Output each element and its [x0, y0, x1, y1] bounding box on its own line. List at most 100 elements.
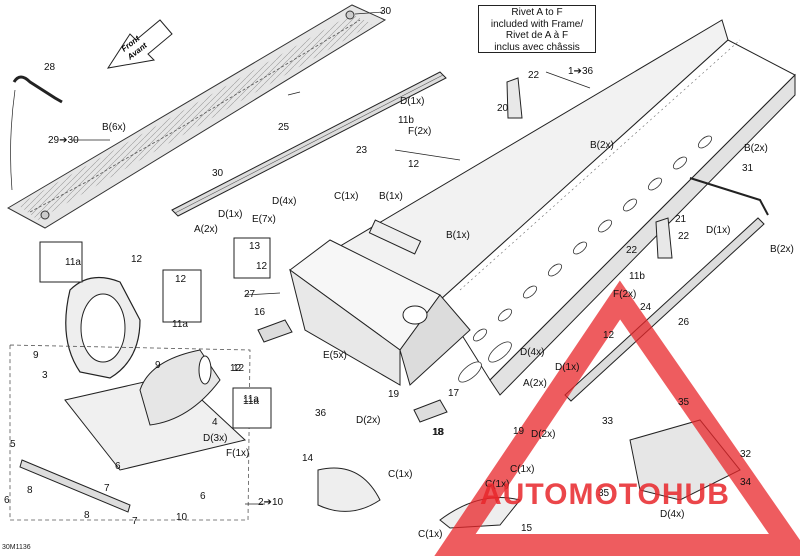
callout-label: 26: [678, 317, 690, 328]
callout-label: D(4x): [520, 347, 544, 358]
callout-label: 22: [626, 245, 638, 256]
callout-label: 12: [175, 274, 187, 285]
callout-label: 6: [200, 491, 206, 502]
callout-label: 27: [244, 289, 256, 300]
front-direction-arrow-icon: [106, 19, 173, 69]
callout-label: 2➔10: [258, 497, 284, 508]
callout-label: D(2x): [356, 415, 380, 426]
callout-label: 21: [675, 214, 687, 225]
callout-label: 11b: [629, 271, 645, 282]
callout-label: D(1x): [400, 96, 424, 107]
callout-label: C(1x): [334, 191, 358, 202]
callout-label: 28: [44, 62, 56, 73]
callout-label: B(2x): [770, 244, 794, 255]
callout-label: E(5x): [323, 350, 347, 361]
side-rail-25: [171, 71, 447, 217]
callout-label: 23: [356, 145, 368, 156]
callout-label: 18: [432, 427, 444, 438]
callout-label: 12: [408, 159, 420, 170]
callout-label: 29➔30: [48, 135, 79, 146]
rivet-note-box: Rivet A to F included with Frame/ Rivet …: [478, 5, 596, 53]
bracket-21: [655, 217, 673, 259]
callout-label: 20: [497, 103, 509, 114]
callout-label: 9: [155, 360, 161, 371]
callout-label: 35: [678, 397, 690, 408]
front-frame-3: [65, 276, 141, 379]
callout-label: 12: [230, 363, 242, 374]
plate-17: [413, 399, 448, 423]
callout-label: 6: [4, 495, 10, 506]
callout-label: 18: [433, 427, 445, 438]
skid-14: [317, 467, 381, 512]
callout-label: 4: [212, 417, 218, 428]
callout-label: 12: [233, 363, 245, 374]
callout-label: 30: [212, 168, 224, 179]
bracket-31: [689, 177, 769, 216]
callout-label: D(1x): [706, 225, 730, 236]
callout-label: 9: [33, 350, 39, 361]
callout-label: B(1x): [446, 230, 470, 241]
callout-label: D(3x): [203, 433, 227, 444]
callout-label: 34: [740, 477, 752, 488]
callout-label: 17: [448, 388, 460, 399]
callout-label: C(1x): [388, 469, 412, 480]
callout-label: B(2x): [590, 140, 614, 151]
callout-label: 1➔36: [568, 66, 594, 77]
note-line: Rivet de A à F: [505, 30, 569, 41]
watermark-brand: AUTOMOTOHUB: [480, 478, 730, 510]
callout-label: B(1x): [379, 191, 403, 202]
diagram-code: 30M1136: [2, 544, 31, 551]
callout-label: 8: [27, 485, 33, 496]
callout-label: D(4x): [272, 196, 296, 207]
callout-label: 5: [10, 439, 16, 450]
callout-label: 31: [742, 163, 754, 174]
callout-label: D(2x): [531, 429, 555, 440]
callout-label: 3: [42, 370, 48, 381]
bracket-20: [506, 77, 523, 119]
callout-label: 15: [521, 523, 533, 534]
callout-labels: 3028B(6x)29➔303025D(1x)D(1x)A(2x)1➔36222…: [4, 6, 794, 540]
callout-label: A(2x): [194, 224, 218, 235]
note-line: included with Frame/: [490, 18, 584, 30]
callout-label: 19: [388, 389, 400, 400]
hardware-box-11a-left: [39, 241, 83, 283]
bracket-28: [12, 75, 63, 104]
callout-label: 30: [380, 6, 392, 17]
support-4: [139, 349, 221, 426]
callout-label: A(2x): [523, 378, 547, 389]
watermark-brand-text: AUTOMOTOHUB: [480, 478, 730, 510]
callout-label: 11a: [243, 394, 259, 405]
callout-label: 6: [115, 461, 121, 472]
callout-label: D(1x): [555, 362, 579, 373]
hardware-box-12-top: [162, 269, 202, 323]
callout-label: 22: [678, 231, 690, 242]
callout-label: 22: [528, 70, 540, 81]
callout-label: 32: [740, 449, 752, 460]
callout-label: 24: [640, 302, 652, 313]
hardware-box-11a-right: [232, 387, 272, 429]
callout-label: B(2x): [744, 143, 768, 154]
callout-label: 25: [278, 122, 290, 133]
callout-label: 33: [602, 416, 614, 427]
leader-lines: [10, 11, 591, 505]
callout-label: 12: [131, 254, 143, 265]
heat-exchanger-panel: [6, 4, 387, 229]
front-bumper-5: [19, 459, 131, 513]
callout-label: 12: [256, 261, 268, 272]
callout-label: 11a: [172, 319, 188, 330]
callout-label: B(6x): [102, 122, 126, 133]
callout-label: E(7x): [252, 214, 276, 225]
rear-rail-26: [564, 217, 765, 402]
note-line: inclus avec châssis: [494, 41, 580, 53]
callout-label: C(1x): [418, 529, 442, 540]
callout-label: 35: [598, 488, 610, 499]
callout-label: C(1x): [510, 464, 534, 475]
callout-label: 8: [84, 510, 90, 521]
tunnel-top: [323, 19, 796, 396]
callout-label: 10: [176, 512, 188, 523]
callout-label: 7: [132, 516, 138, 527]
plate-16: [257, 319, 293, 343]
callout-label: D(4x): [660, 509, 684, 520]
